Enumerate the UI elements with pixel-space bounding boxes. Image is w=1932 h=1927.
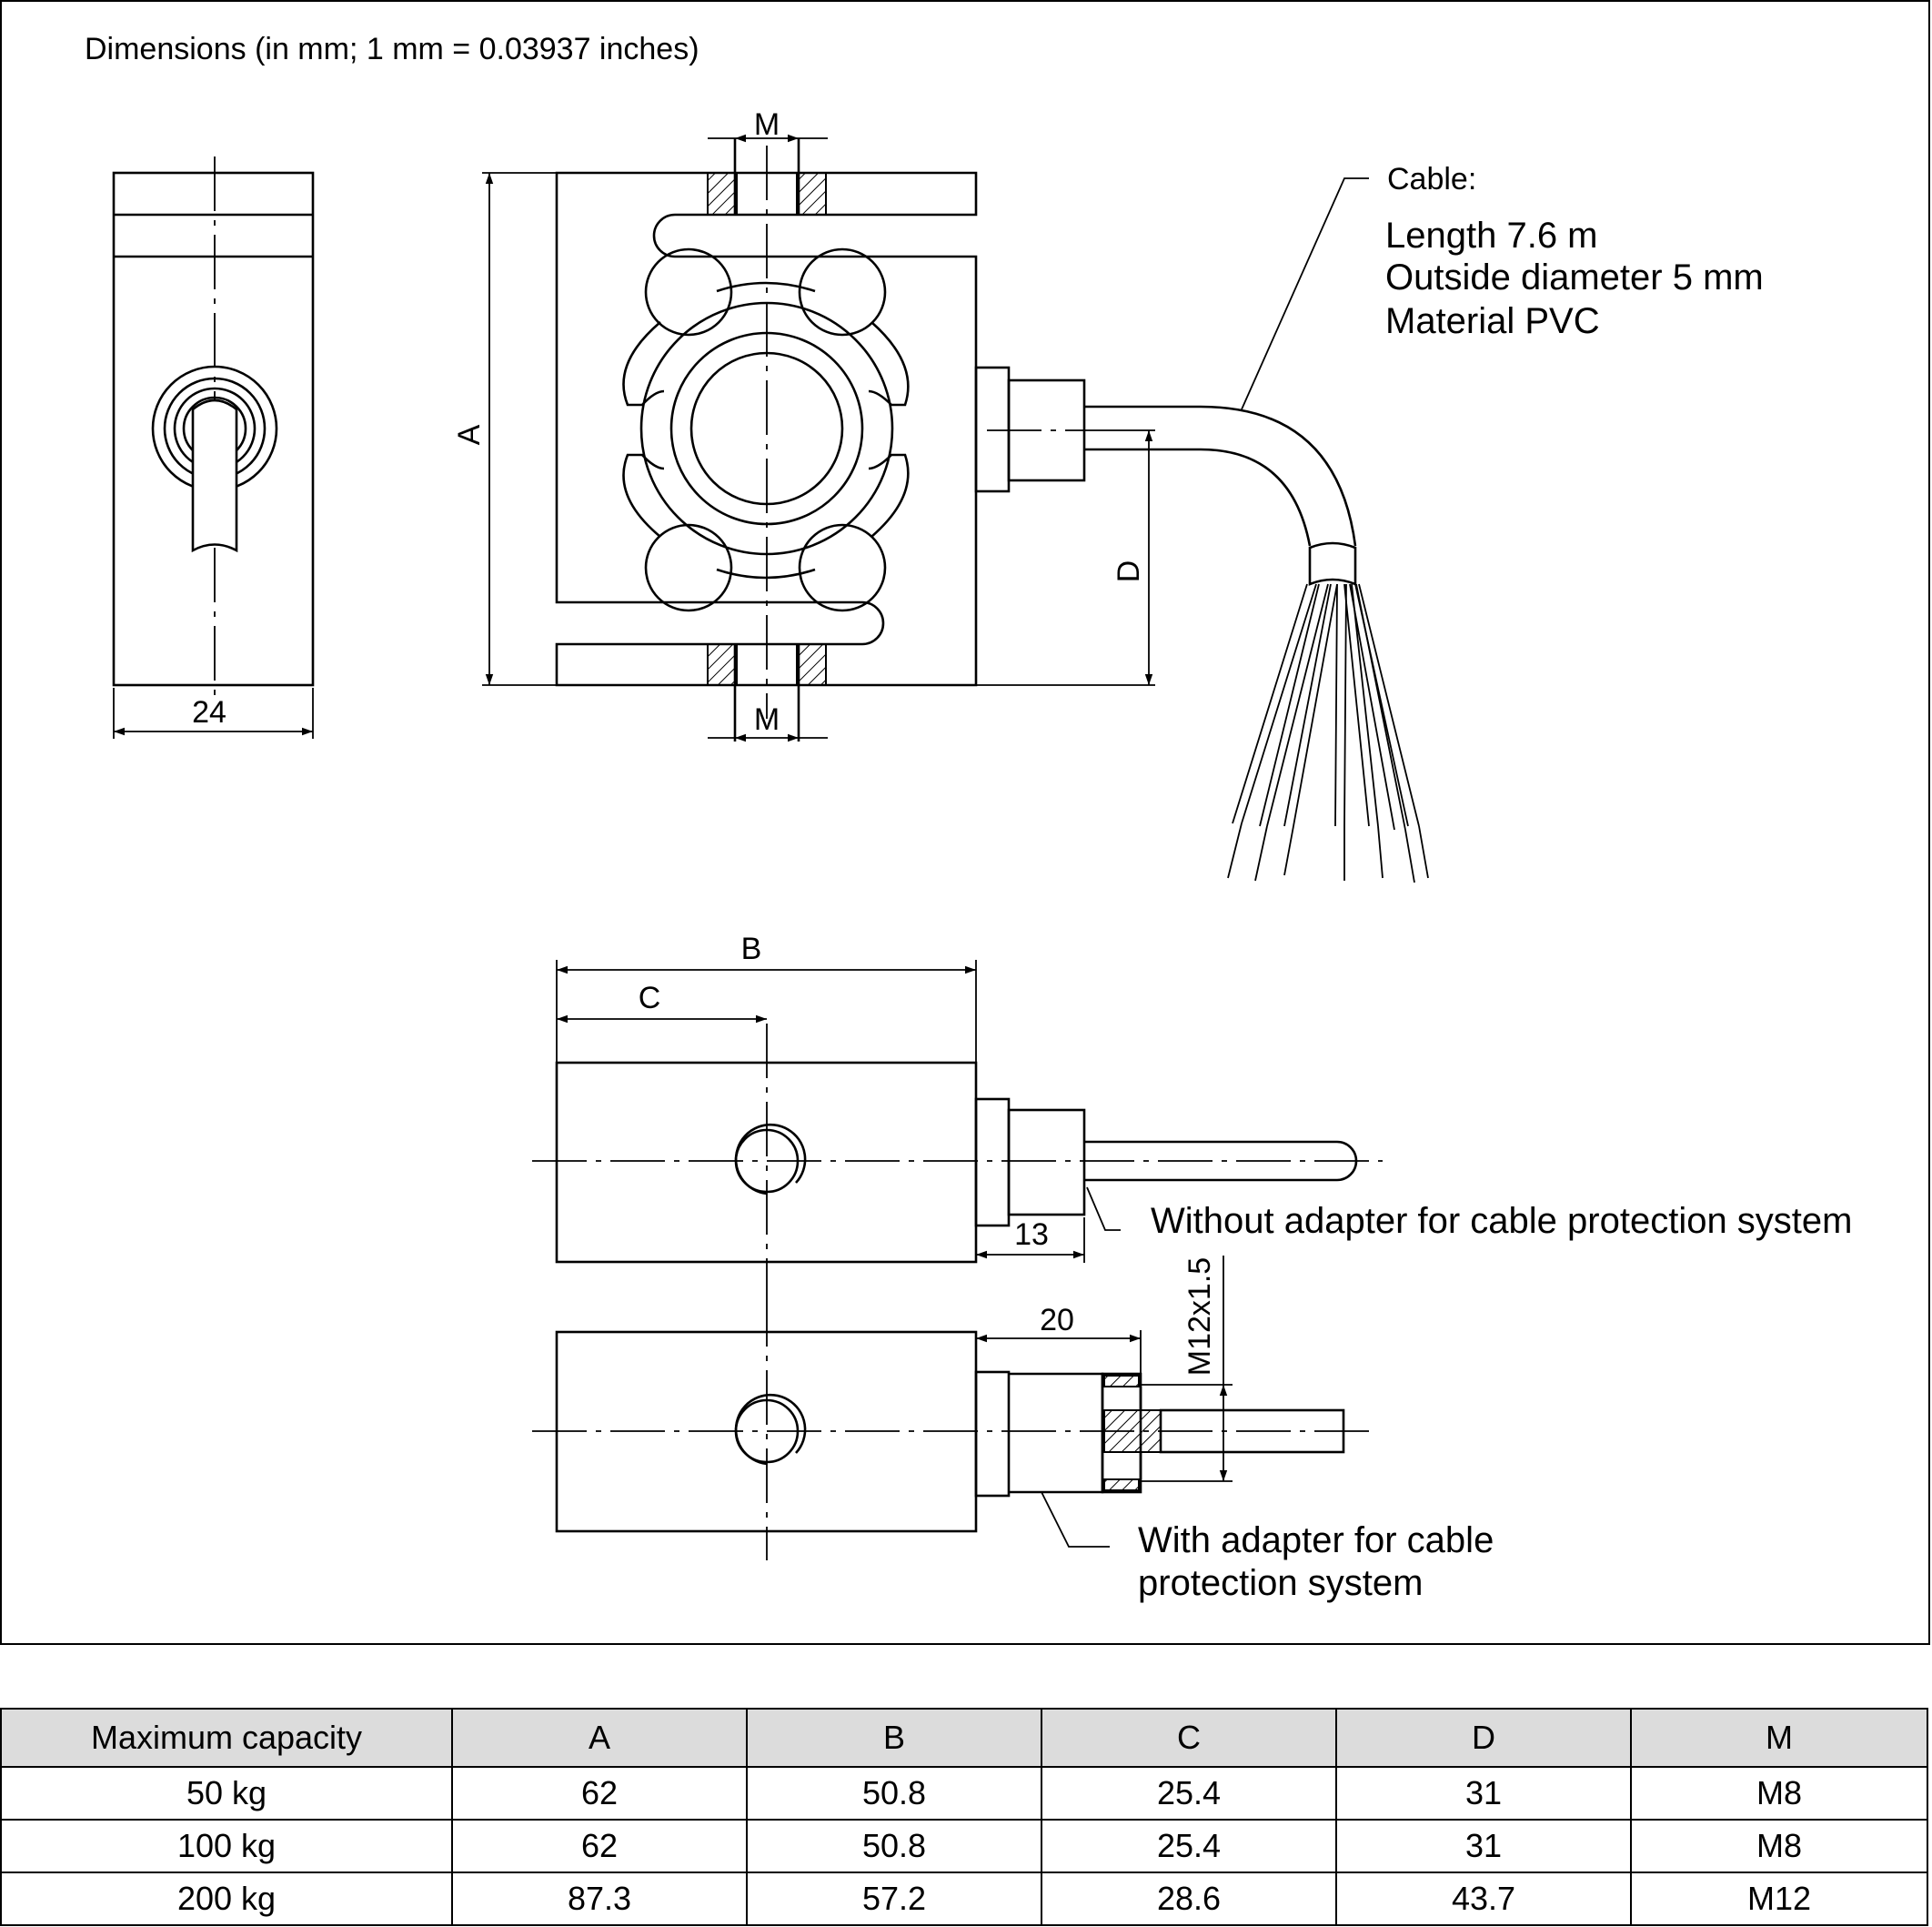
dim-13: 13 [1014, 1217, 1049, 1252]
drawing-title: Dimensions (in mm; 1 mm = 0.03937 inches… [85, 32, 699, 66]
callout-without-adapter: Without adapter for cable protection sys… [1151, 1201, 1852, 1241]
cell-d: 43.7 [1335, 1872, 1632, 1926]
cell-c: 28.6 [1041, 1872, 1337, 1926]
header-d: D [1335, 1708, 1632, 1768]
label-b: B [741, 932, 762, 966]
header-c: C [1041, 1708, 1337, 1768]
dimension-drawing: Dimensions (in mm; 1 mm = 0.03937 inches… [85, 32, 1852, 1603]
header-a: A [451, 1708, 748, 1768]
cell-a: 87.3 [451, 1872, 748, 1926]
cell-d: 31 [1335, 1766, 1632, 1821]
thread-dimension: M12x1.5 [1182, 1257, 1217, 1376]
cell-b: 50.8 [746, 1766, 1042, 1821]
cell-m: M8 [1630, 1819, 1928, 1873]
cell-a: 62 [451, 1819, 748, 1873]
label-a: A [452, 424, 487, 445]
label-c: C [639, 981, 661, 1015]
side-view: 24 [112, 156, 315, 739]
label-m-bottom: M [754, 702, 780, 737]
table-row: 100 kg 62 50.8 25.4 31 M8 [0, 1819, 1928, 1873]
callout-with-adapter-line1: With adapter for cable [1138, 1520, 1494, 1560]
dim-20: 20 [1040, 1303, 1074, 1337]
cell-c: 25.4 [1041, 1766, 1337, 1821]
cell-capacity: 200 kg [0, 1872, 453, 1926]
cable [1084, 177, 1429, 883]
cell-m: M12 [1630, 1872, 1928, 1926]
front-view: M M A D [452, 107, 1155, 742]
table-row: 50 kg 62 50.8 25.4 31 M8 [0, 1766, 1928, 1821]
cell-b: 50.8 [746, 1819, 1042, 1873]
cell-capacity: 50 kg [0, 1766, 453, 1821]
table-row: 200 kg 87.3 57.2 28.6 43.7 M12 [0, 1872, 1928, 1926]
cell-d: 31 [1335, 1819, 1632, 1873]
cell-a: 62 [451, 1766, 748, 1821]
top-view-without-adapter: B C 13 [532, 932, 1383, 1292]
callout-with-adapter-line2: protection system [1138, 1563, 1423, 1603]
top-view-with-adapter: M12x1.5 20 [532, 1256, 1369, 1560]
cell-capacity: 100 kg [0, 1819, 453, 1873]
header-max-capacity: Maximum capacity [0, 1708, 453, 1768]
cell-b: 57.2 [746, 1872, 1042, 1926]
header-b: B [746, 1708, 1042, 1768]
header-m: M [1630, 1708, 1928, 1768]
cable-diameter: Outside diameter 5 mm [1385, 257, 1764, 298]
label-d: D [1112, 560, 1146, 583]
width-dimension-24: 24 [192, 695, 226, 730]
cell-c: 25.4 [1041, 1819, 1337, 1873]
cable-material: Material PVC [1385, 301, 1600, 341]
label-m-top: M [754, 107, 780, 142]
cable-length: Length 7.6 m [1385, 216, 1598, 256]
cable-heading: Cable: [1387, 162, 1476, 197]
cell-m: M8 [1630, 1766, 1928, 1821]
drawing-frame [0, 0, 1930, 1645]
table-header-row: Maximum capacity A B C D M [0, 1708, 1928, 1768]
capacity-dimensions-table: Maximum capacity A B C D M 50 kg 62 50.8… [0, 1708, 1928, 1926]
